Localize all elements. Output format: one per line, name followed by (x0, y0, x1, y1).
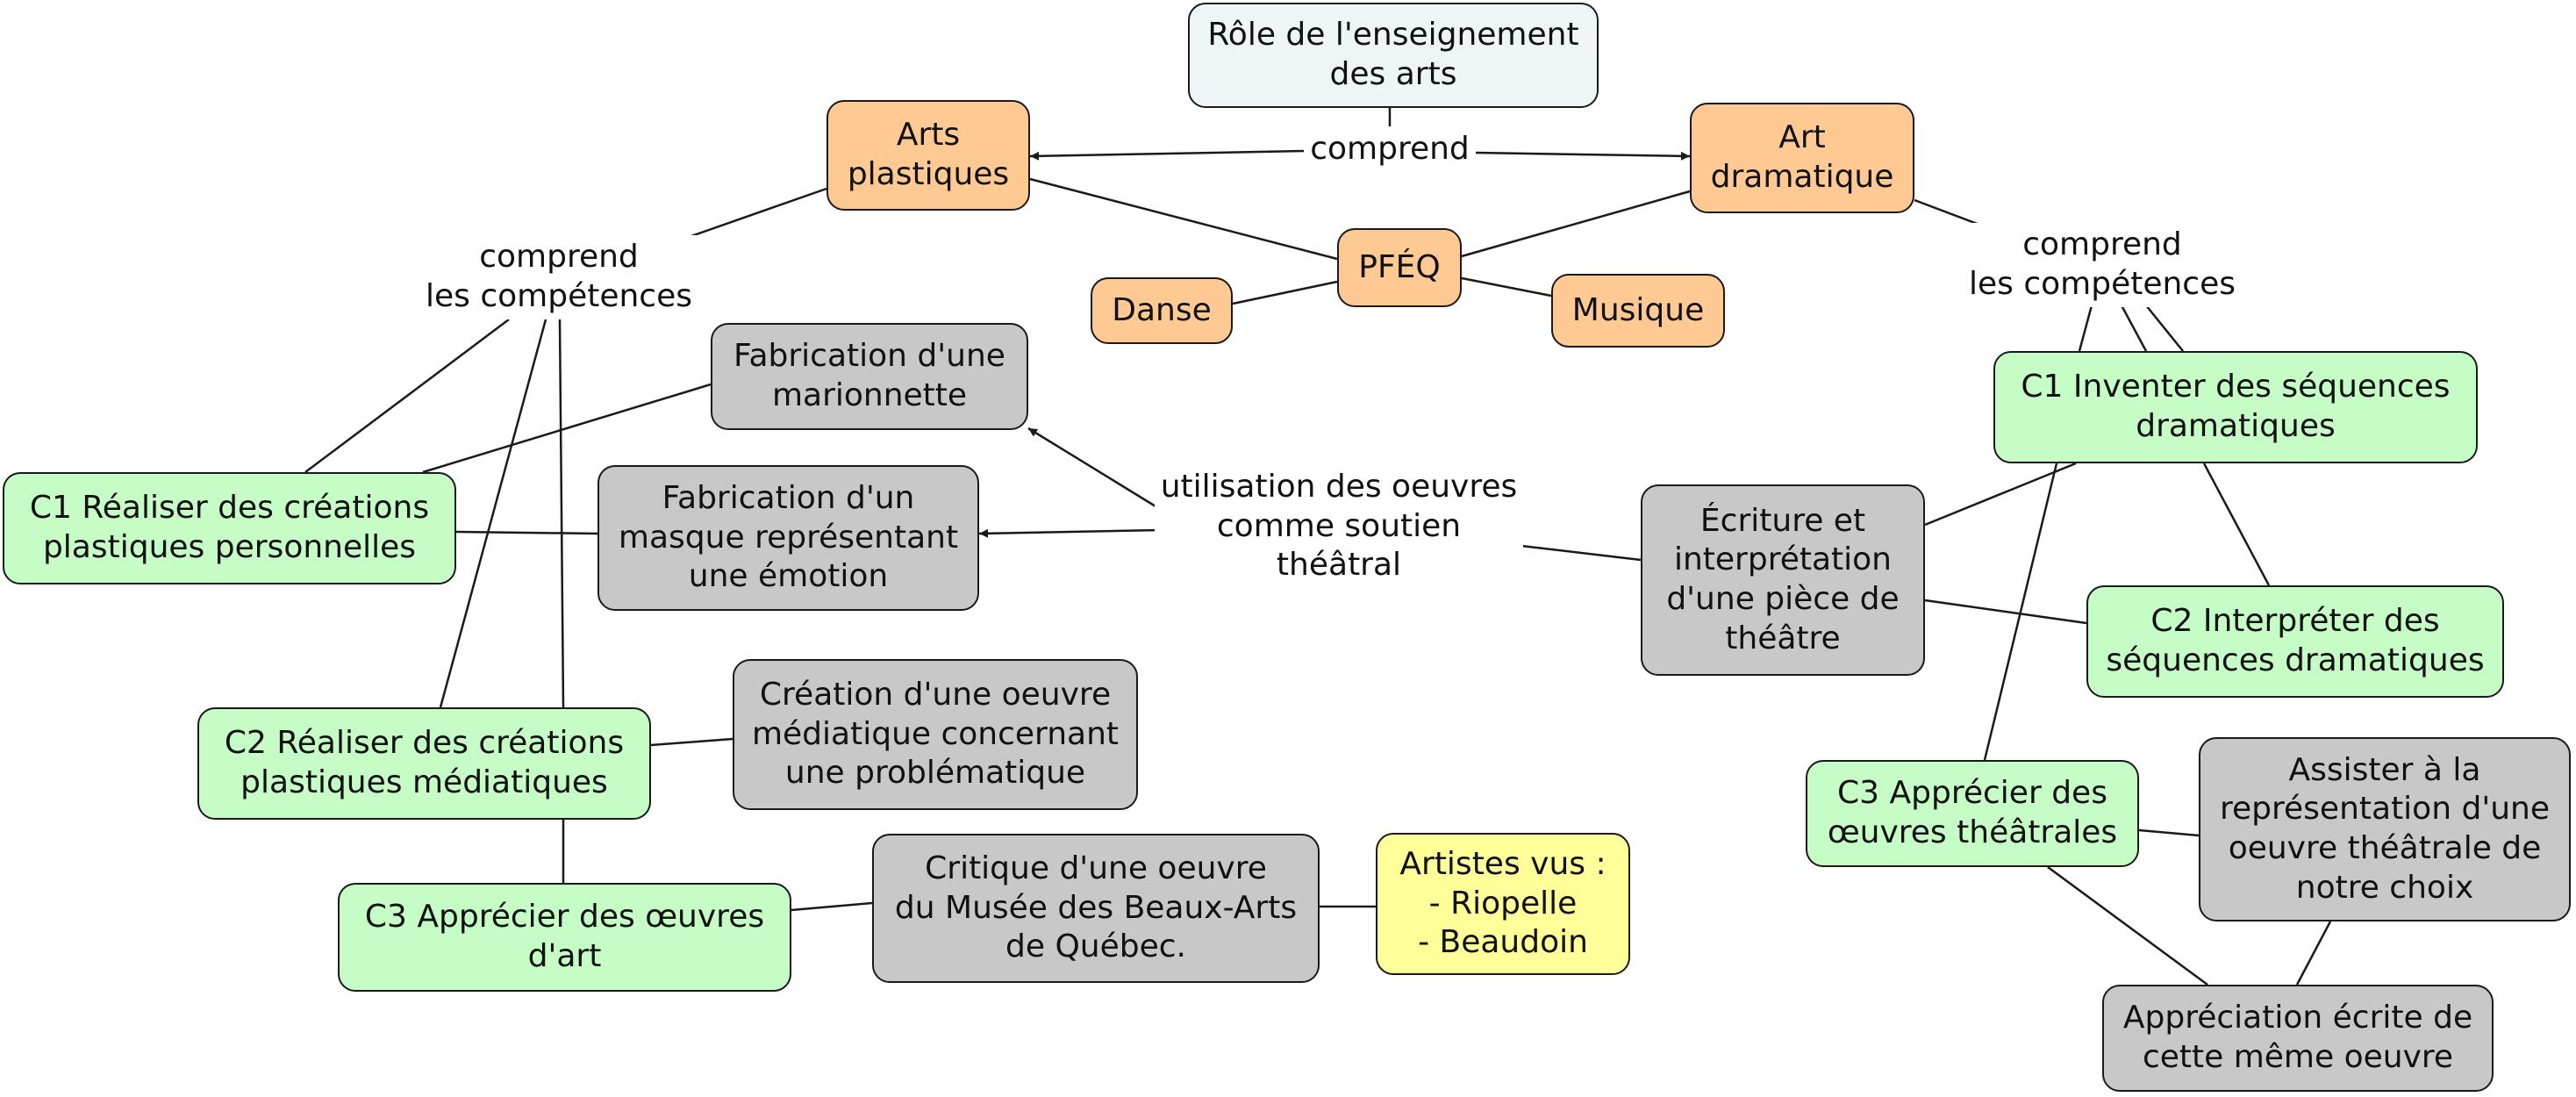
node-c1-plastiques[interactable]: C1 Réaliser des créations plastiques per… (3, 472, 456, 584)
node-artistes-vus[interactable]: Artistes vus : - Riopelle - Beaudoin (1376, 833, 1630, 975)
node-critique-oeuvre[interactable]: Critique d'une oeuvre du Musée des Beaux… (872, 834, 1320, 983)
node-c3-dramatique[interactable]: C3 Apprécier des œuvres théâtrales (1806, 760, 2139, 867)
node-danse[interactable]: Danse (1091, 277, 1233, 344)
link-arts-plastiques-pfeq (1029, 177, 1338, 261)
link-c3-appreciation (2047, 865, 2208, 986)
arrow-to-art-dramatique (1475, 151, 1691, 161)
link-competences-c1 (304, 319, 510, 473)
node-role-arts[interactable]: Rôle de l'enseignement des arts (1188, 3, 1599, 108)
link-assister-appreciation (2295, 921, 2332, 986)
node-fabrication-masque[interactable]: Fabrication d'un masque représentant une… (597, 465, 979, 611)
link-competences-c2b (558, 319, 565, 708)
node-c1-dramatique[interactable]: C1 Inventer des séquences dramatiques (1993, 351, 2478, 463)
link-art-dramatique-pfeq (1461, 190, 1691, 258)
link-ecriture-utilisation (1521, 544, 1642, 562)
link-competences-c1-dram-b (2120, 305, 2148, 352)
link-musique-pfeq (1461, 276, 1552, 298)
node-fabrication-marionnette[interactable]: Fabrication d'une marionnette (711, 323, 1028, 430)
node-pfeq[interactable]: PFÉQ (1337, 228, 1462, 307)
link-c1-masque (455, 530, 598, 535)
node-art-dramatique[interactable]: Art dramatique (1690, 103, 1914, 213)
label-comprend-competences-left: comprend les compétences (418, 235, 700, 319)
node-c3-plastiques[interactable]: C3 Apprécier des œuvres d'art (338, 883, 791, 992)
link-danse-pfeq (1232, 280, 1338, 305)
node-arts-plastiques[interactable]: Arts plastiques (826, 100, 1030, 211)
node-appreciation-ecrite[interactable]: Appréciation écrite de cette même oeuvre (2102, 985, 2494, 1092)
label-comprend-competences-right: comprend les compétences (1961, 223, 2243, 307)
arrow-to-marionnette (1027, 427, 1161, 511)
node-c2-dramatique[interactable]: C2 Interpréter des séquences dramatiques (2086, 585, 2504, 698)
link-c3-assister (2138, 828, 2200, 837)
link-ecriture-c2-dram (1924, 599, 2087, 625)
node-musique[interactable]: Musique (1551, 274, 1725, 348)
link-arts-plastiques-competences (673, 187, 827, 244)
link-c3-critique (791, 901, 873, 912)
label-utilisation-oeuvres: utilisation des oeuvres comme soutien th… (1155, 463, 1523, 590)
link-c2-creation (650, 737, 733, 747)
node-c2-plastiques[interactable]: C2 Réaliser des créations plastiques méd… (197, 707, 651, 820)
link-competences-c1-dram-c (2145, 305, 2184, 352)
link-c1-c3-dram (1983, 462, 2058, 761)
link-c1-c2-dram (2202, 462, 2271, 586)
node-assister-representation[interactable]: Assister à la représentation d'une oeuvr… (2199, 737, 2571, 921)
node-creation-mediatique[interactable]: Création d'une oeuvre médiatique concern… (733, 659, 1138, 810)
label-comprend: comprend (1304, 126, 1476, 172)
link-competences-c1-dram (2078, 305, 2093, 352)
link-competences-c2 (439, 319, 547, 708)
node-ecriture-theatre[interactable]: Écriture et interprétation d'une pièce d… (1641, 484, 1925, 676)
link-c1-marionnette (422, 383, 712, 474)
arrow-to-masque (978, 528, 1161, 538)
arrow-to-arts-plastiques (1029, 149, 1305, 161)
link-ecriture-c1-dram (1924, 462, 2077, 527)
